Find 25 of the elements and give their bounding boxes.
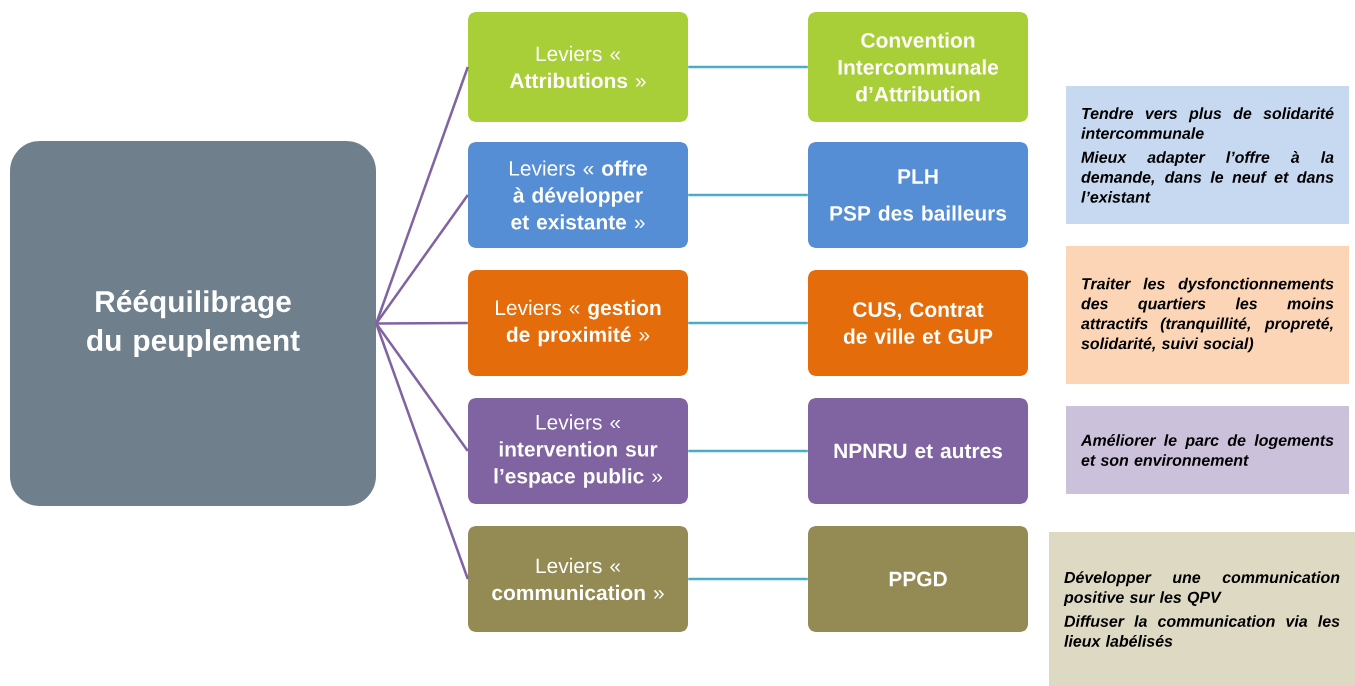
tool-box: NPNRU et autres — [808, 398, 1028, 504]
lever-box: Leviers « intervention sur l’espace public » — [468, 398, 688, 504]
connector-line — [376, 321, 468, 325]
tool-box: PLH PSP des bailleurs — [808, 142, 1028, 248]
tool-box: CUS, Contrat de ville et GUP — [808, 270, 1028, 376]
tool-box: PPGD — [808, 526, 1028, 632]
connector-line — [375, 323, 469, 580]
connector-line — [688, 321, 808, 325]
note-box: Traiter les dysfonctionnements des quartiers les moins attractifs (tranquillité, propreté, solidarité, suivi social) — [1066, 246, 1349, 384]
lever-box: Leviers « offre à développer et existante » — [468, 142, 688, 248]
note-box: Développer une communication positive sur les QPV Diffuser la communication via les lieux labélisés — [1049, 532, 1355, 686]
note-box: Améliorer le parc de logements et son environnement — [1066, 406, 1349, 494]
connector-line — [688, 65, 808, 69]
note-box: Tendre vers plus de solidarité intercommunale Mieux adapter l’offre à la demande, dans le neuf et dans l’existant — [1066, 86, 1349, 224]
connector-line — [688, 193, 808, 197]
connector-line — [375, 322, 469, 452]
connector-line — [688, 577, 808, 581]
tool-box: Convention Intercommunale d’Attribution — [808, 12, 1028, 122]
connector-line — [375, 66, 469, 324]
connector-line — [688, 449, 808, 453]
lever-box: Leviers « Attributions » — [468, 12, 688, 122]
lever-box: Leviers « gestion de proximité » — [468, 270, 688, 376]
topic-box: Rééquilibrage du peuplement — [10, 141, 376, 506]
lever-box: Leviers « communication » — [468, 526, 688, 632]
connector-line — [375, 194, 469, 325]
